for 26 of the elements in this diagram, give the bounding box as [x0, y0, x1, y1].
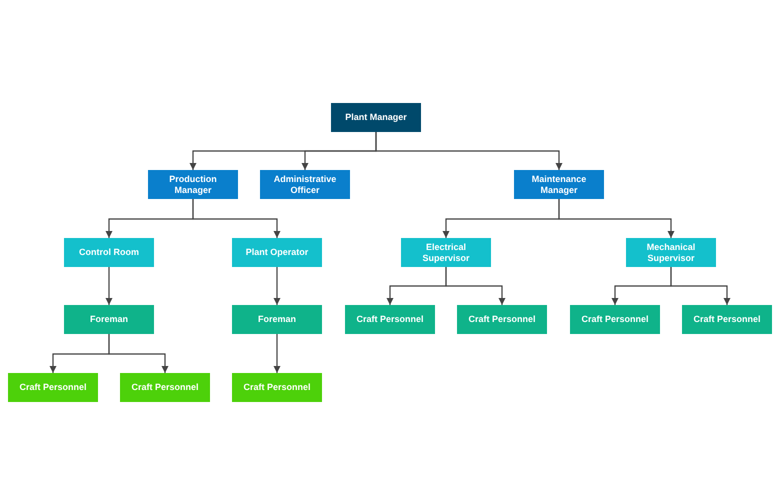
org-box: Craft Personnel [457, 305, 547, 334]
org-box: Foreman [64, 305, 154, 334]
connector-arrow [558, 199, 674, 238]
org-box: Mechanical Supervisor [626, 238, 716, 267]
connector-arrow [375, 132, 562, 170]
org-box: Maintenance Manager [514, 170, 604, 199]
org-box: Foreman [232, 305, 322, 334]
org-box: Production Manager [148, 170, 238, 199]
connector-arrow [670, 267, 730, 305]
connector-arrow [108, 334, 168, 373]
connector-arrow [274, 334, 280, 373]
org-box: Craft Personnel [232, 373, 322, 402]
org-box: Plant Operator [232, 238, 322, 267]
org-box: Craft Personnel [682, 305, 772, 334]
org-box: Control Room [64, 238, 154, 267]
connector-arrow [274, 267, 280, 305]
org-box: Administrative Officer [260, 170, 350, 199]
org-box: Craft Personnel [8, 373, 98, 402]
connector-arrow [192, 199, 280, 238]
org-box: Craft Personnel [120, 373, 210, 402]
connector-arrow [445, 267, 506, 305]
connector-arrow [106, 267, 112, 305]
org-box: Craft Personnel [345, 305, 435, 334]
org-box: Plant Manager [331, 103, 421, 132]
org-box: Electrical Supervisor [401, 238, 491, 267]
org-box: Craft Personnel [570, 305, 660, 334]
